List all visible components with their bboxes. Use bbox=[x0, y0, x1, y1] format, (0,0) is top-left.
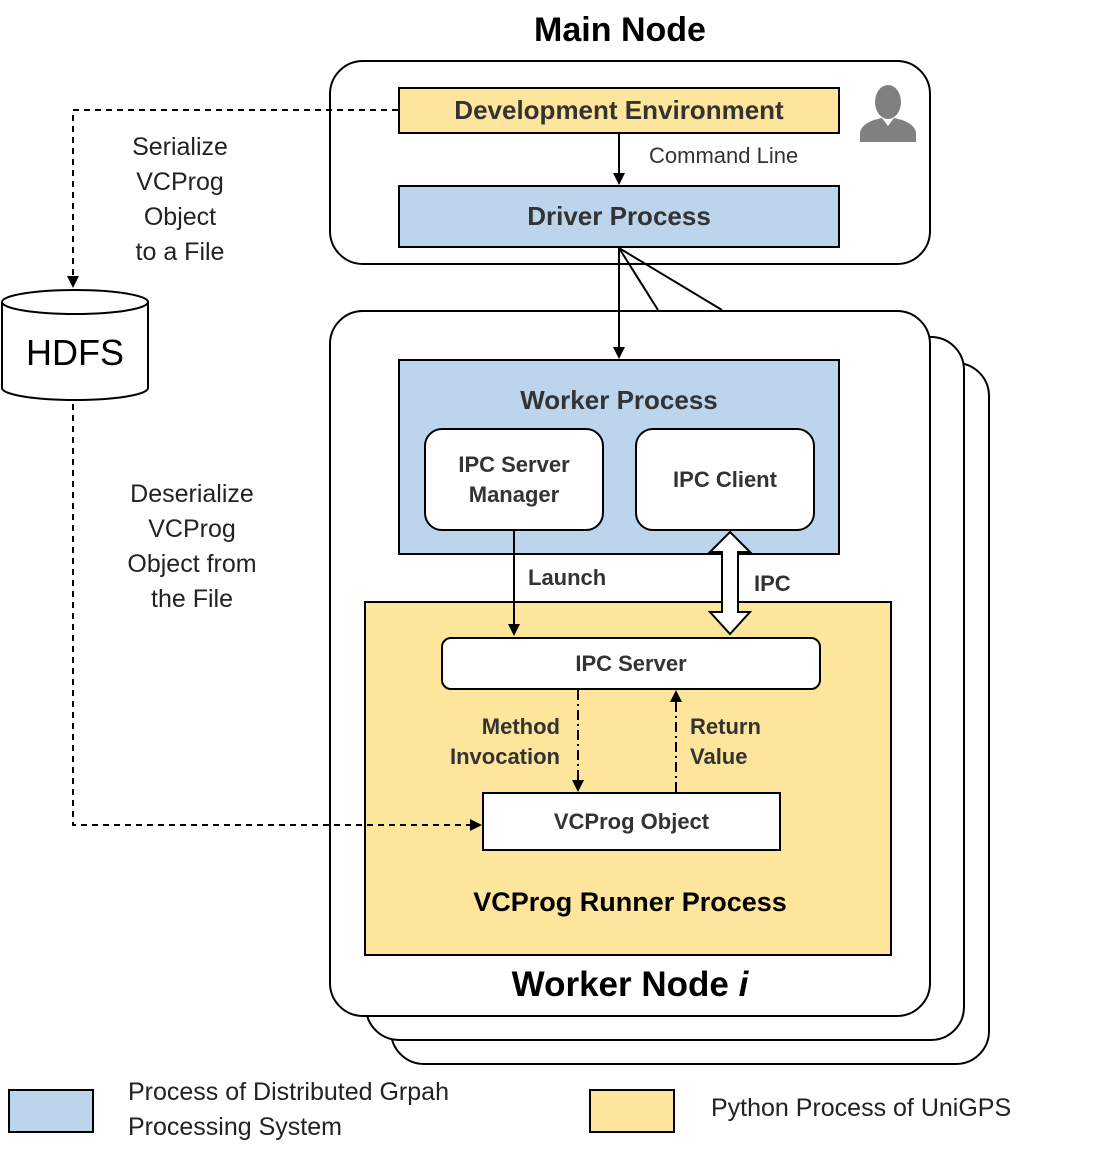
serialize-dashed-line bbox=[67, 109, 398, 288]
vcprog-runner-process-label: VCProg Runner Process bbox=[473, 886, 787, 917]
ipc-server-manager-line-2: Manager bbox=[468, 481, 560, 507]
legend-blue-swatch bbox=[8, 1089, 94, 1133]
driver-process-label: Driver Process bbox=[527, 201, 711, 231]
driver-process-box: Driver Process bbox=[398, 185, 840, 248]
method-invocation-line-2: Invocation bbox=[449, 744, 560, 769]
command-line-label: Command Line bbox=[649, 143, 799, 168]
serialize-line-4: to a File bbox=[135, 238, 225, 266]
ipc-server-box: IPC Server bbox=[441, 637, 821, 690]
launch-label: Launch bbox=[528, 565, 607, 590]
return-value-label: Return Value bbox=[690, 712, 810, 774]
main-node-title: Main Node bbox=[534, 10, 706, 49]
ipc-server-manager-box: IPC Server Manager bbox=[424, 428, 604, 531]
serialize-label: Serialize VCProg Object to a File bbox=[90, 130, 270, 270]
hdfs-cylinder bbox=[0, 288, 150, 404]
worker-process-label: Worker Process bbox=[520, 384, 718, 415]
legend-blue-line-1: Process of Distributed Grpah bbox=[128, 1078, 449, 1106]
deserialize-line-1: Deserialize bbox=[130, 480, 254, 508]
worker-node-title: Worker Node i bbox=[330, 962, 930, 1008]
ipc-client-label: IPC Client bbox=[673, 466, 777, 492]
ipc-server-label: IPC Server bbox=[575, 650, 687, 676]
legend-blue-label: Process of Distributed Grpah Processing … bbox=[128, 1075, 548, 1147]
deserialize-line-4: the File bbox=[151, 585, 233, 613]
ipc-double-arrow bbox=[707, 530, 753, 636]
hdfs-label: HDFS bbox=[26, 332, 124, 373]
ipc-label: IPC bbox=[754, 571, 791, 596]
method-invocation-label: Method Invocation bbox=[420, 712, 560, 774]
development-environment-box: Development Environment bbox=[398, 87, 840, 134]
serialize-line-2: VCProg bbox=[136, 168, 224, 196]
vcprog-object-label: VCProg Object bbox=[553, 808, 710, 834]
ipc-server-manager-line-1: IPC Server bbox=[458, 451, 570, 477]
deserialize-label: Deserialize VCProg Object from the File bbox=[92, 477, 292, 617]
return-value-line-1: Return bbox=[690, 714, 761, 739]
serialize-line-1: Serialize bbox=[132, 133, 228, 161]
method-invocation-line-1: Method bbox=[481, 714, 560, 739]
deserialize-dashed-line bbox=[72, 404, 482, 831]
deserialize-line-2: VCProg bbox=[148, 515, 236, 543]
legend-yellow-swatch bbox=[589, 1089, 675, 1133]
user-icon bbox=[858, 80, 918, 142]
deserialize-line-3: Object from bbox=[127, 550, 257, 578]
ipc-client-box: IPC Client bbox=[635, 428, 815, 531]
driver-fan-line-2 bbox=[618, 247, 723, 311]
vcprog-object-box: VCProg Object bbox=[482, 792, 781, 851]
legend-yellow-label: Python Process of UniGPS bbox=[711, 1094, 1012, 1122]
legend-blue-line-2: Processing System bbox=[128, 1113, 342, 1141]
worker-node-title-text: Worker Node bbox=[511, 965, 739, 1004]
return-value-line-2: Value bbox=[690, 744, 748, 769]
driver-fan-line-1 bbox=[618, 247, 659, 311]
serialize-line-3: Object bbox=[143, 203, 217, 231]
worker-node-index: i bbox=[738, 965, 749, 1004]
development-environment-label: Development Environment bbox=[454, 95, 784, 125]
